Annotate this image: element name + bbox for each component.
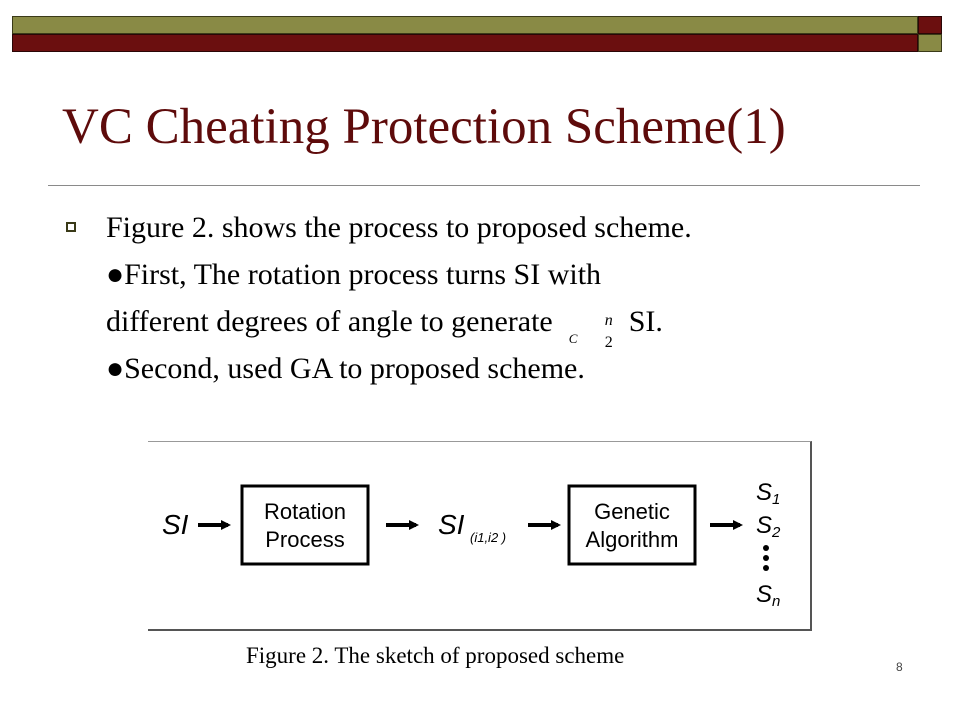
page-number: 8 [896, 660, 903, 674]
combination-symbol: C [568, 331, 578, 346]
header-corner-olive [918, 34, 942, 52]
rotation-box-line1: Rotation [264, 499, 346, 524]
output-s1-sub: 1 [772, 491, 780, 508]
output-s2: S2 [756, 512, 781, 541]
genetic-algorithm-box [567, 484, 697, 566]
slide-title: VC Cheating Protection Scheme(1) [62, 99, 786, 155]
output-s1: S1 [756, 479, 780, 508]
ellipsis-dot-2 [763, 555, 769, 561]
title-divider [48, 185, 920, 186]
figure-caption: Figure 2. The sketch of proposed scheme [246, 643, 625, 668]
rotation-process-box [240, 484, 370, 566]
output-sn-sub: n [772, 593, 780, 610]
output-s2-base: S [756, 512, 772, 539]
mid-si-subscript: (i1,i2 ) [470, 530, 506, 545]
ellipsis-dot-3 [763, 565, 769, 571]
combination-top: n [604, 312, 613, 329]
rotation-box-line2: Process [265, 527, 344, 552]
header-bar-olive [12, 16, 918, 34]
header-corner-dark-red [918, 16, 942, 34]
output-sn-base: S [756, 581, 772, 608]
output-s2-sub: 2 [771, 524, 781, 541]
input-si-label: SI [162, 509, 189, 540]
bullet-line-2: ●First, The rotation process turns SI wi… [106, 258, 602, 291]
square-bullet-icon [66, 222, 76, 232]
bullet-line-3-after: SI. [628, 305, 663, 338]
header-bar-dark-red [12, 34, 918, 52]
output-s1-base: S [756, 479, 772, 506]
mid-si-label: SI [438, 509, 465, 540]
bullet-line-4: ●Second, used GA to proposed scheme. [106, 352, 585, 385]
bullet-line-1: Figure 2. shows the process to proposed … [106, 211, 692, 244]
process-diagram: SI Rotation Process SI (i1,i2 ) Genetic … [148, 441, 812, 631]
ellipsis-dot-1 [763, 545, 769, 551]
combination-bottom: 2 [604, 334, 613, 351]
bullet-text: Figure 2. shows the process to proposed … [106, 204, 906, 392]
genetic-box-line2: Algorithm [586, 527, 679, 552]
output-sn: Sn [756, 581, 780, 610]
genetic-box-line1: Genetic [594, 499, 670, 524]
bullet-line-3-before: different degrees of angle to generate [106, 305, 553, 338]
